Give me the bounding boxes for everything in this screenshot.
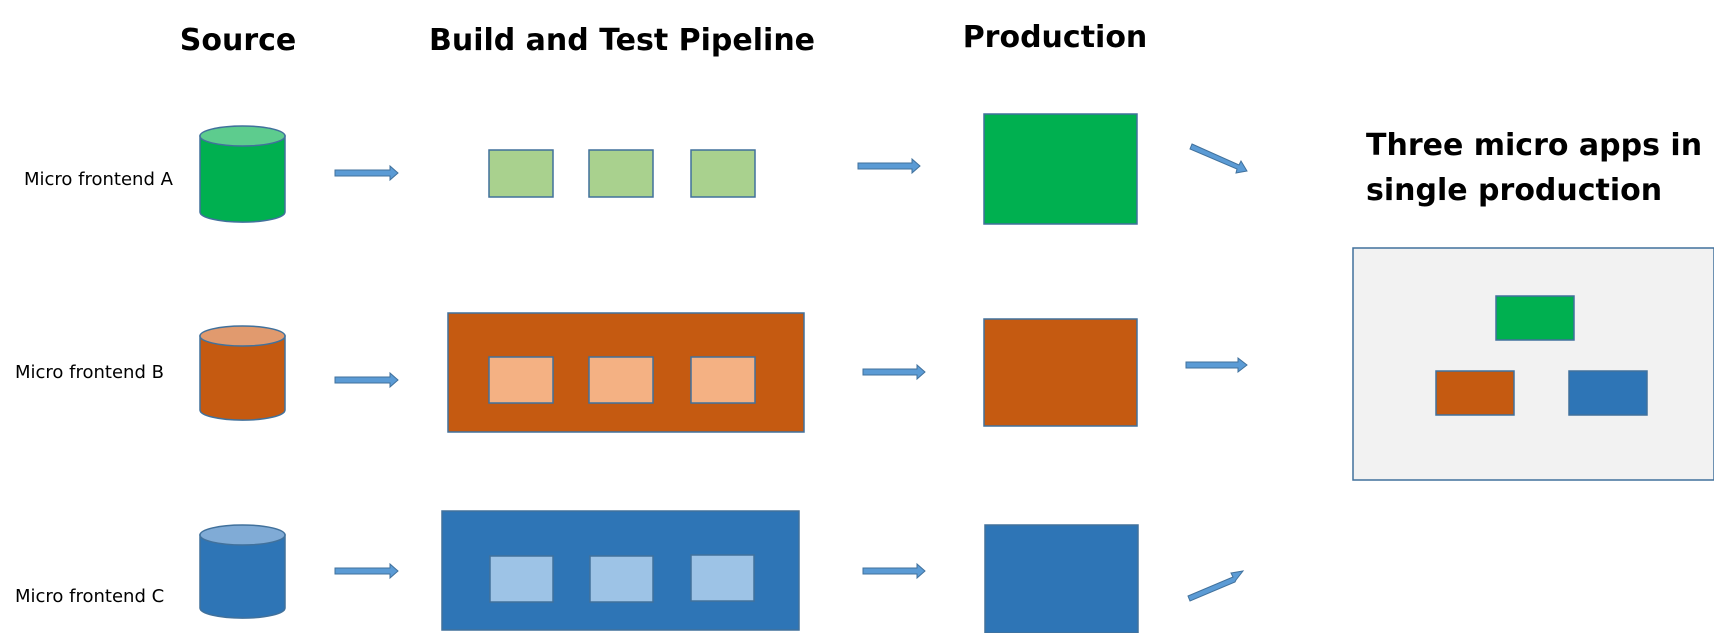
row-label-b: Micro frontend B (15, 362, 164, 383)
row-label-a: Micro frontend A (24, 169, 174, 190)
source-cylinder-b (199, 325, 286, 421)
production-box-a (983, 113, 1138, 225)
arrow-pipeline-to-production-a (857, 157, 921, 175)
combined-production-panel (1352, 247, 1714, 481)
arrow-source-to-pipeline-a (334, 164, 399, 182)
production-box-c (984, 524, 1139, 633)
source-cylinder-c (199, 524, 286, 619)
row-label-c: Micro frontend C (15, 586, 164, 607)
pipeline-header: Build and Test Pipeline (429, 23, 815, 58)
arrow-production-b-to-combined (1185, 356, 1248, 374)
pipeline-stage-c-3 (690, 554, 755, 602)
combined-title-line1: Three micro apps in (1366, 128, 1702, 163)
arrow-pipeline-to-production-c (862, 562, 926, 580)
production-box-b (983, 318, 1138, 427)
pipeline-stage-a-1 (488, 149, 554, 198)
pipeline-stage-c-1 (489, 555, 554, 603)
combined-app-a (1495, 295, 1575, 341)
combined-app-c (1568, 370, 1648, 416)
arrow-source-to-pipeline-c (334, 562, 399, 580)
pipeline-stage-a-3 (690, 149, 756, 198)
arrow-source-to-pipeline-b (334, 371, 399, 389)
production-header: Production (963, 20, 1148, 55)
arrow-production-a-to-combined (1189, 143, 1248, 174)
source-cylinder-a (199, 125, 286, 223)
pipeline-stage-b-3 (690, 356, 756, 404)
pipeline-stage-b-2 (588, 356, 654, 404)
pipeline-stage-c-2 (589, 555, 654, 603)
source-header: Source (180, 23, 297, 58)
arrow-pipeline-to-production-b (862, 363, 926, 381)
pipeline-stage-a-2 (588, 149, 654, 198)
pipeline-stage-b-1 (488, 356, 554, 404)
combined-title-line2: single production (1366, 173, 1662, 208)
combined-app-b (1435, 370, 1515, 416)
arrow-production-c-to-combined (1187, 570, 1245, 602)
